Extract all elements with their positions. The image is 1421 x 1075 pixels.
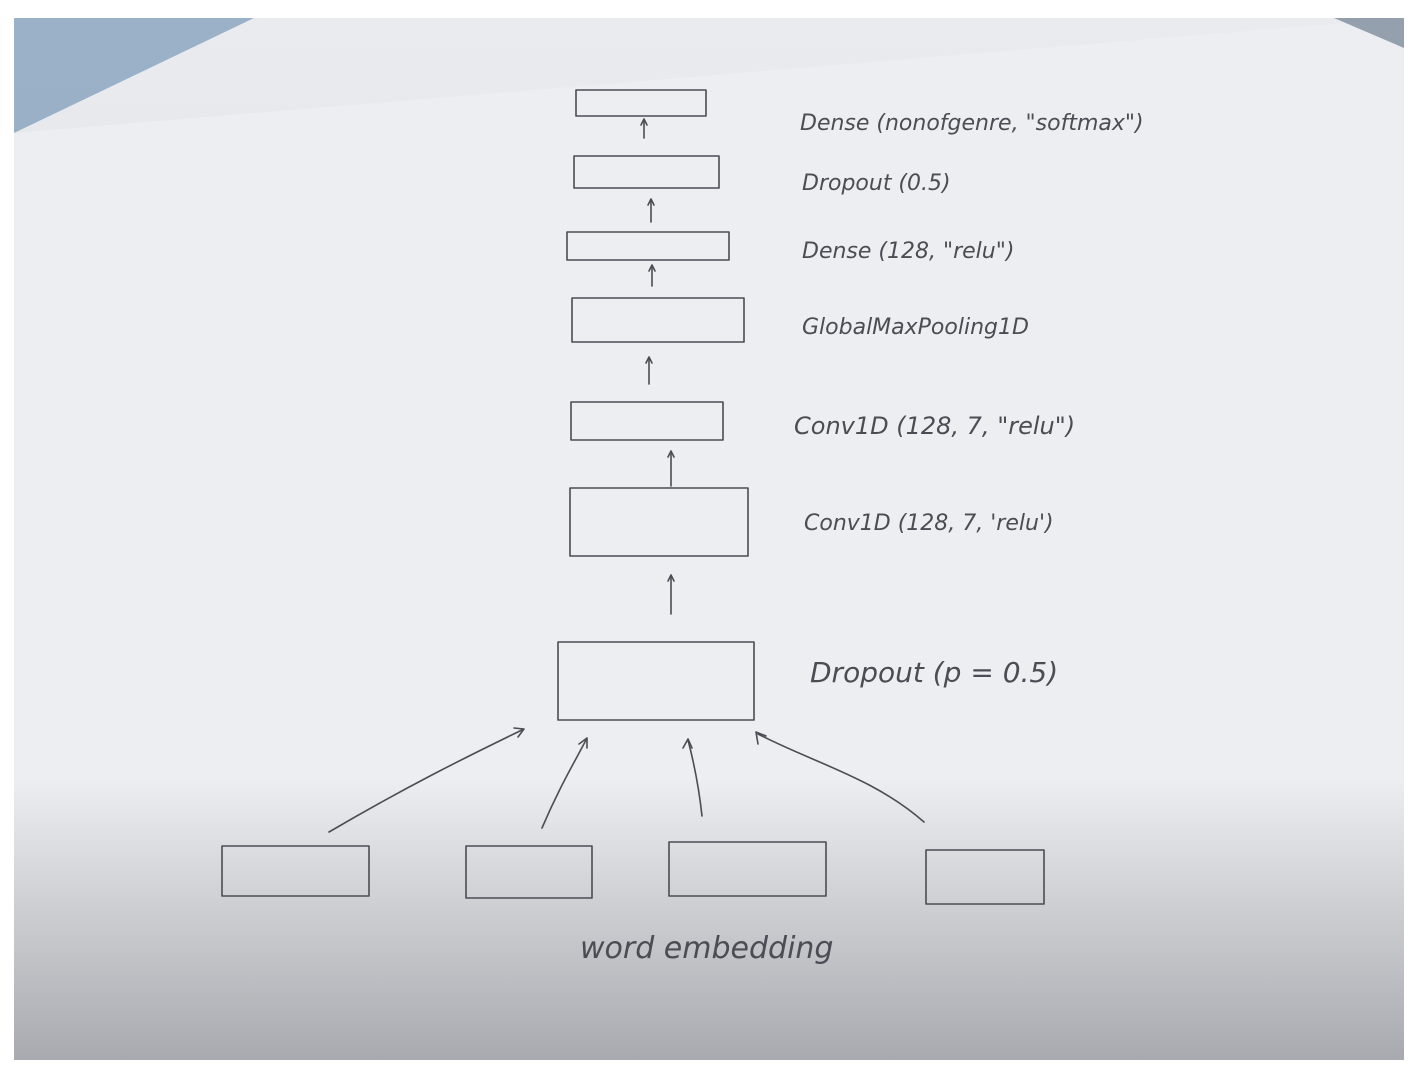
- arrow-dropout-to-dense: [640, 118, 648, 139]
- layer-box-dropout-top: [573, 155, 720, 189]
- embedding-box-1: [221, 845, 370, 897]
- diagram-canvas: Dense (nonofgenre, "softmax") Dropout (0…: [14, 18, 1404, 1060]
- layer-box-globalmaxpooling: [571, 297, 745, 343]
- photo-background: Dense (nonofgenre, "softmax") Dropout (0…: [14, 18, 1404, 1060]
- arrow-dense-to-dropout: [647, 198, 655, 223]
- layer-box-conv1d-upper: [570, 401, 724, 441]
- arrow-embedding-1: [328, 727, 525, 833]
- arrow-pooling-to-dense: [648, 264, 656, 287]
- embedding-box-3: [668, 841, 827, 897]
- embedding-box-4: [925, 849, 1045, 905]
- background-corner: [1334, 18, 1404, 48]
- arrow-conv-to-pooling: [645, 356, 653, 385]
- arrow-conv-to-conv: [667, 450, 675, 487]
- layer-box-dropout-bottom: [557, 641, 755, 721]
- arrow-dropout-to-conv: [667, 574, 675, 615]
- background-sliver: [14, 18, 254, 133]
- layer-label: Dropout (p = 0.5): [810, 656, 1058, 689]
- layer-label: Dropout (0.5): [802, 171, 951, 196]
- embedding-box-2: [465, 845, 593, 899]
- layer-label: Conv1D (128, 7, "relu"): [794, 412, 1075, 440]
- layer-box-conv1d-lower: [569, 487, 749, 557]
- hand-shadow: [14, 778, 1404, 1060]
- arrow-embedding-3: [682, 738, 703, 817]
- layer-box-dense-softmax: [575, 89, 707, 117]
- layer-label: Dense (128, "relu"): [802, 239, 1014, 264]
- arrow-embedding-4: [755, 731, 925, 823]
- input-caption: word embedding: [580, 931, 833, 966]
- layer-label: GlobalMaxPooling1D: [802, 315, 1029, 340]
- layer-box-dense-relu: [566, 231, 730, 261]
- layer-label: Conv1D (128, 7, 'relu'): [804, 511, 1054, 536]
- arrow-embedding-2: [541, 737, 588, 829]
- layer-label: Dense (nonofgenre, "softmax"): [800, 111, 1144, 136]
